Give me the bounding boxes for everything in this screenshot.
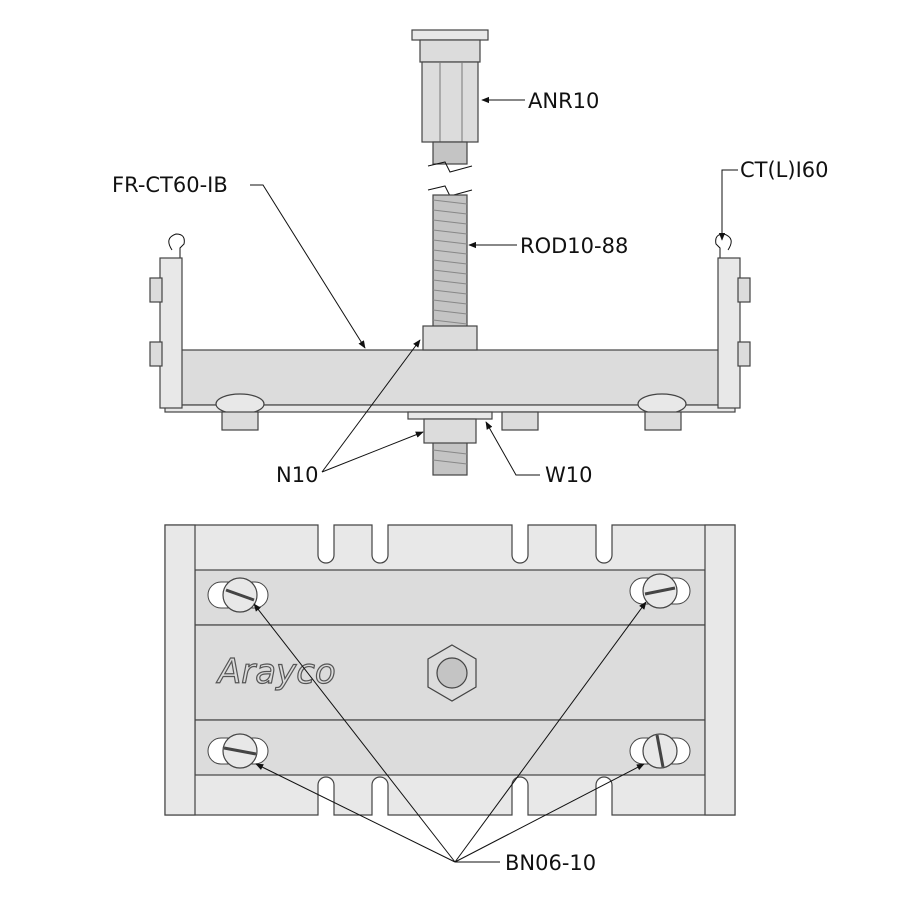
leader-n10-upper — [321, 339, 421, 473]
leader-n10-lower — [321, 431, 424, 473]
leader-bn06-10-4 — [454, 763, 645, 863]
label-anr10: ANR10 — [528, 89, 599, 113]
arayco-logo: Arayco — [216, 652, 336, 692]
leader-bn06-10-1 — [253, 603, 456, 863]
leader-fr-ct60-ib — [250, 184, 366, 349]
label-w10: W10 — [545, 463, 593, 487]
label-ct-l-i60: CT(L)I60 — [740, 158, 829, 182]
label-rod10-88: ROD10-88 — [520, 234, 628, 258]
rod-break — [427, 161, 473, 197]
nut-n10-upper — [422, 325, 478, 351]
washer-and-nut-lower — [407, 411, 493, 444]
leader-w10 — [485, 421, 540, 476]
bolt-heads — [222, 573, 678, 769]
label-n10: N10 — [276, 463, 318, 487]
label-bn06-10: BN06-10 — [505, 851, 596, 875]
bracket-channel — [149, 233, 751, 413]
leader-bn06-10-2 — [454, 601, 647, 863]
center-nut — [427, 644, 477, 702]
anchor-anr10 — [411, 29, 489, 165]
leader-bn06-10-3 — [255, 763, 456, 863]
label-fr-ct60-ib: FR-CT60-IB — [112, 173, 228, 197]
leader-ct-l-i60 — [718, 169, 738, 241]
bolts-side-view — [215, 393, 687, 431]
